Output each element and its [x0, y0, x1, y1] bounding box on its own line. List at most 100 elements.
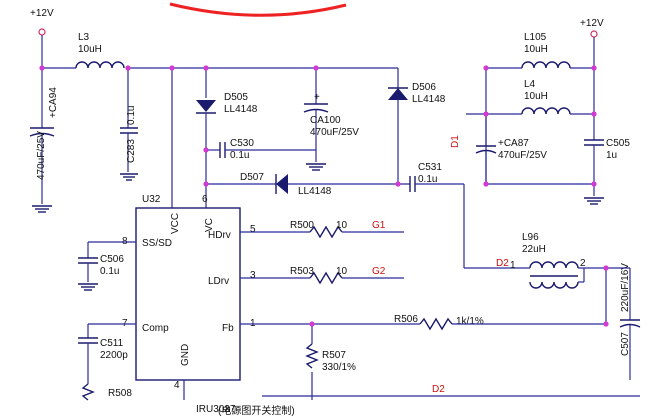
l96-value: 22uH	[522, 244, 546, 255]
pin-num-ldrv: 3	[250, 270, 256, 281]
l96-ref: L96	[522, 232, 539, 243]
ground-c283	[120, 173, 138, 181]
ground-c506	[78, 283, 98, 291]
capacitor-c507: 220uF/16V C507	[619, 263, 641, 380]
l3-ref: L3	[78, 32, 90, 43]
pin-num-hdrv: 5	[250, 224, 256, 235]
ca94-value: 470uF/25V	[36, 131, 47, 180]
net-label-d2-bottom: D2	[432, 384, 445, 395]
c505-ref: C505	[606, 138, 630, 149]
annotation-swoosh	[169, 2, 347, 17]
diode-d505: D505 LL4148	[196, 92, 258, 115]
r506-value: 1k/1%	[456, 316, 484, 327]
pin-num-vcc: 6	[202, 194, 208, 205]
c505-value: 1u	[606, 150, 617, 161]
ca87-ref: +CA87	[498, 138, 529, 149]
ca100-ref: CA100	[310, 115, 341, 126]
r508-ref: R508	[108, 388, 132, 399]
r507-value: 330/1%	[322, 362, 356, 373]
resistor-r500: R500 10	[290, 220, 348, 239]
inductor-l96: L96 22uH 1 2	[510, 232, 586, 289]
ca100-value: 470uF/25V	[310, 127, 359, 138]
d507-value: LL4148	[298, 186, 332, 197]
u32-part: IRU3037	[196, 404, 236, 415]
supply-right-label: +12V	[580, 18, 604, 29]
pin-gnd-label: GND	[180, 344, 191, 366]
c283-ref: C283	[126, 139, 137, 163]
caption-partial: (电源图开关控制)	[218, 404, 295, 416]
r506-ref: R506	[394, 314, 418, 325]
c507-ref: C507	[620, 332, 631, 356]
capacitor-c505: C505 1u	[584, 138, 630, 161]
d505-value: LL4148	[224, 104, 258, 115]
resistor-r503: R503 10	[290, 266, 348, 285]
c507-value: 220uF/16V	[620, 263, 631, 312]
pin-vc-label: VC	[204, 218, 215, 232]
resistor-r508: R508	[81, 383, 132, 401]
capacitor-ca87: +CA87 470uF/25V	[475, 114, 547, 184]
r503-value: 10	[336, 266, 348, 277]
d505-ref: D505	[224, 92, 248, 103]
supply-left: +12V	[30, 8, 54, 36]
resistor-r506: R506 1k/1%	[394, 314, 484, 331]
ca87-value: 470uF/25V	[498, 150, 547, 161]
pin-fb-label: Fb	[222, 323, 234, 334]
ground-ca94	[32, 205, 52, 213]
pin-vcc-label: VCC	[170, 213, 181, 234]
c530-value: 0.1u	[230, 150, 249, 161]
r503-ref: R503	[290, 266, 314, 277]
capacitor-c283: 0.1u C283	[120, 68, 138, 172]
net-label-g1: G1	[372, 220, 386, 231]
c530-ref: C530	[230, 138, 254, 149]
c506-ref: C506	[100, 254, 124, 265]
capacitor-ca100: + CA100 470uF/25V	[303, 68, 359, 162]
net-label-g2: G2	[372, 266, 386, 277]
pin-ldrv-label: LDrv	[208, 276, 229, 287]
c531-value: 0.1u	[418, 174, 437, 185]
c511-ref: C511	[100, 338, 124, 349]
capacitor-c511: C511 2200p	[78, 337, 128, 361]
c531-ref: C531	[418, 162, 442, 173]
resistor-r507: R507 330/1%	[305, 343, 356, 373]
r500-ref: R500	[290, 220, 314, 231]
l96-pin2: 2	[580, 258, 586, 269]
inductor-l3: L3 10uH	[75, 32, 125, 69]
l4-value: 10uH	[524, 91, 548, 102]
supply-left-terminal	[38, 28, 46, 36]
diode-d507: D507 LL4148	[240, 172, 332, 197]
ground-ca100	[306, 163, 326, 171]
c283-value: 0.1u	[126, 106, 137, 125]
l105-value: 10uH	[524, 44, 548, 55]
diode-d506: D506 LL4148	[388, 82, 446, 105]
ic-u32: U32 IRU3037 VCC VC HDrv LDrv SS/SD Comp …	[122, 194, 256, 415]
capacitor-c531: C531 0.1u	[409, 162, 442, 192]
c511-value: 2200p	[100, 350, 128, 361]
inductor-l4: L4 10uH	[521, 79, 571, 115]
supply-right-terminal	[590, 30, 598, 38]
pin-comp-label: Comp	[142, 323, 169, 334]
pin-hdrv-label: HDrv	[208, 230, 231, 241]
r500-value: 10	[336, 220, 348, 231]
ca94-ref: +CA94	[48, 87, 59, 118]
junction-dots	[39, 65, 609, 327]
capacitor-ca94: 470uF/25V +CA94	[29, 68, 59, 204]
l96-pin1: 1	[510, 260, 516, 271]
inductor-l105: L105 10uH	[521, 32, 571, 69]
net-label-d2-top: D2	[496, 258, 509, 269]
pin-num-gnd: 4	[174, 380, 180, 391]
capacitor-c506: C506 0.1u	[78, 254, 124, 277]
c506-value: 0.1u	[100, 266, 119, 277]
ground-filter	[584, 197, 604, 205]
d506-value: LL4148	[412, 94, 446, 105]
supply-left-label: +12V	[30, 8, 54, 19]
ca100-plus: +	[314, 92, 320, 103]
l105-ref: L105	[524, 32, 547, 43]
l3-value: 10uH	[78, 44, 102, 55]
u32-ref: U32	[142, 194, 161, 205]
pin-ss-label: SS/SD	[142, 238, 172, 249]
supply-right: +12V	[580, 18, 604, 38]
l4-ref: L4	[524, 79, 536, 90]
net-label-d1: D1	[450, 135, 461, 148]
